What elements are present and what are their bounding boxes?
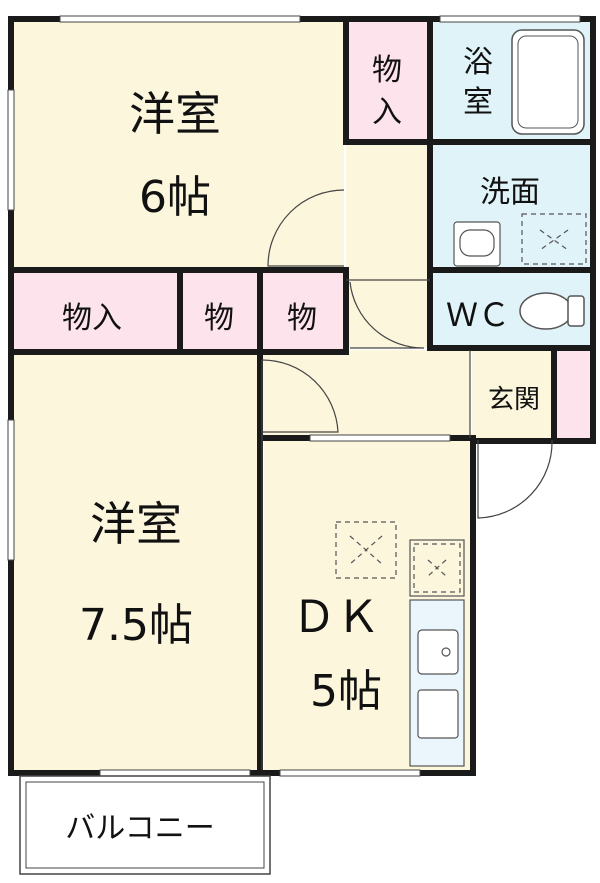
closet-small-b-floor xyxy=(262,272,344,352)
balcony-area xyxy=(19,775,271,875)
toilet-label: ＷＣ xyxy=(446,296,510,334)
laundry-space-icon xyxy=(521,213,587,265)
top-closet-floor xyxy=(346,22,428,140)
balcony-label: バルコニー xyxy=(65,811,214,846)
entrance-label: 玄関 xyxy=(488,385,540,415)
top-closet-label-2: 入 xyxy=(372,95,402,130)
western-room-1-floor xyxy=(14,22,344,270)
thin-lines xyxy=(261,279,471,770)
room-size-western-2: 7.5帖 xyxy=(79,600,193,651)
room-name-dk: ＤＫ xyxy=(292,592,380,643)
room-size-western-1: 6帖 xyxy=(139,172,211,223)
corridor-floor xyxy=(260,350,470,438)
top-closet-label-1: 物 xyxy=(372,53,402,88)
closet-small-b-label: 物 xyxy=(287,301,317,336)
kitchen-counter-icon xyxy=(409,539,465,767)
closet-wide-label: 物入 xyxy=(62,301,122,336)
bath-label-2: 室 xyxy=(463,85,493,120)
washbasin-icon xyxy=(453,221,501,267)
windows xyxy=(7,15,581,777)
bath-label-1: 浴 xyxy=(463,45,493,80)
room-name-western-1: 洋室 xyxy=(129,87,221,141)
fridge-space-icon xyxy=(413,543,461,593)
closet-small-a-label: 物 xyxy=(204,301,234,336)
hall-floor xyxy=(346,142,428,348)
entrance-floor xyxy=(472,350,554,438)
bathtub-icon xyxy=(511,29,585,135)
washroom-label: 洗面 xyxy=(480,175,540,210)
entrance-storage-floor xyxy=(556,350,590,438)
closet-wide-floor xyxy=(14,272,178,352)
room-name-western-2: 洋室 xyxy=(90,497,182,551)
toilet-icon xyxy=(519,292,585,330)
closet-small-a-floor xyxy=(182,272,258,352)
western-room-2-floor xyxy=(14,354,258,770)
dk-dashed-box-icon xyxy=(335,521,397,579)
doors xyxy=(261,189,553,519)
room-size-dk: 5帖 xyxy=(310,666,382,717)
